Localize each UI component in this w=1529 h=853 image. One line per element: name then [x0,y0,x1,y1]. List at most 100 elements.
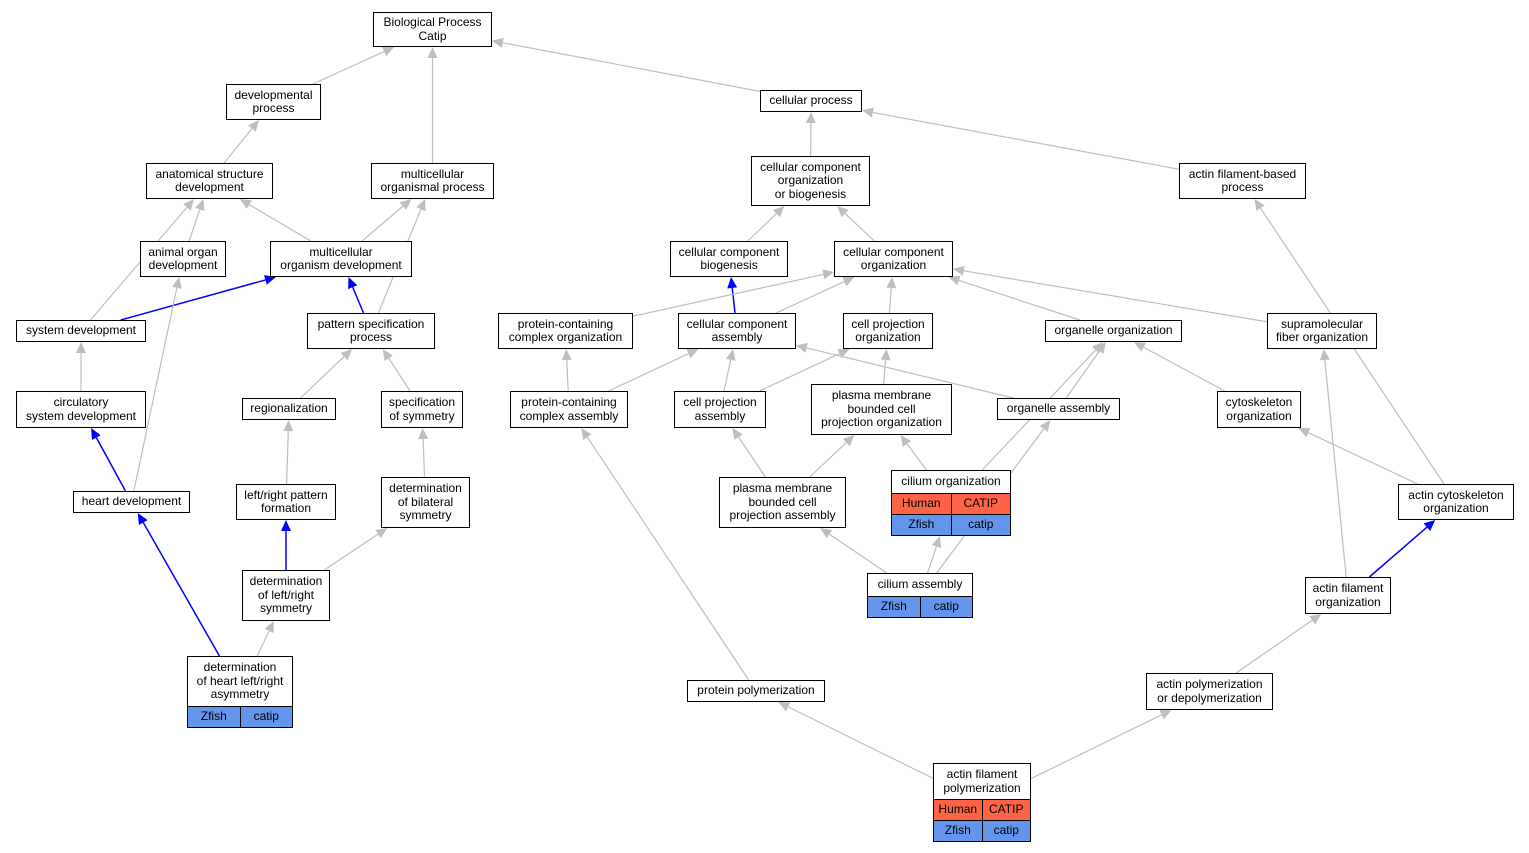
gene-symbol-cell[interactable]: catip [950,514,1010,535]
edge-line [1308,432,1418,485]
term-label-line: cilium organization [901,474,1001,489]
is-a-edge [300,349,353,399]
is-a-edge [953,265,1268,323]
is-a-edge [1030,710,1172,780]
term-label-line: cellular component [760,159,861,174]
edge-arrowhead [686,349,699,359]
edge-line [608,353,689,392]
go-term-organelle-org[interactable]: organelle organization [1045,320,1182,342]
species-cell: Zfish [868,596,920,617]
is-a-edge [862,107,1180,170]
edge-arrowhead [1091,342,1104,354]
edge-arrowhead [886,277,897,289]
edge-arrowhead [931,536,942,549]
edge-arrowhead [948,275,961,286]
go-term-region[interactable]: regionalization [242,398,336,420]
term-label-line: multicellular [309,244,373,259]
edge-line [223,128,253,164]
edge-arrowhead [137,513,148,526]
is-a-edge [727,277,738,314]
edge-arrowhead [1254,199,1265,211]
is-a-edge [561,349,572,392]
is-a-edge [880,349,891,385]
gene-symbol-cell[interactable]: CATIP [950,493,1010,515]
term-label-line: plasma membrane [732,481,833,496]
gene-symbol-cell[interactable]: catip [919,596,972,617]
term-label-line: of left/right [257,587,315,602]
edge-arrowhead [772,206,785,218]
term-label-line: cell projection [683,395,757,409]
is-a-edge [632,269,834,317]
go-term-prot-poly[interactable]: protein polymerization [687,680,825,702]
edge-line [1065,350,1100,399]
term-label-line: bounded cell [748,494,817,509]
is-a-edge [1319,349,1347,578]
term-label-line: cellular process [769,93,853,108]
gene-symbol-cell[interactable]: catip [981,820,1030,841]
term-label-line: bounded cell [847,401,916,416]
term-label-line: plasma membrane [831,388,932,403]
is-a-edge [608,349,699,392]
term-label-line: actin filament [946,767,1018,781]
edge-line [787,706,934,779]
gene-symbol-cell[interactable]: catip [239,706,292,727]
edge-arrowhead [732,428,743,440]
term-label-line: determination [203,660,277,675]
edge-line [566,359,569,392]
gene-symbol-cell[interactable]: CATIP [981,799,1030,821]
edge-arrowhead [953,265,965,276]
term-label-line: fiber organization [1275,330,1369,344]
edge-line [883,359,887,385]
edge-arrowhead [382,47,395,57]
edge-line [249,204,311,242]
go-term-heart-dev[interactable]: heart development [73,491,190,513]
go-term-cell-proc[interactable]: cellular process [760,90,862,112]
term-label-line: actin polymerization [1156,677,1263,691]
term-label-line: asymmetry [210,687,270,702]
edge-line [731,287,736,314]
term-label-line: actin filament-based [1188,166,1297,181]
go-term-sys-dev[interactable]: system development [16,320,146,342]
go-term-organelle-asm[interactable]: organelle assembly [997,398,1120,420]
is-a-edge [76,342,86,391]
edge-line [256,630,270,657]
term-label-line: protein polymerization [697,683,815,698]
edge-arrowhead [880,349,891,361]
term-label-line: Biological Process [383,15,482,29]
edge-line [872,111,1180,170]
